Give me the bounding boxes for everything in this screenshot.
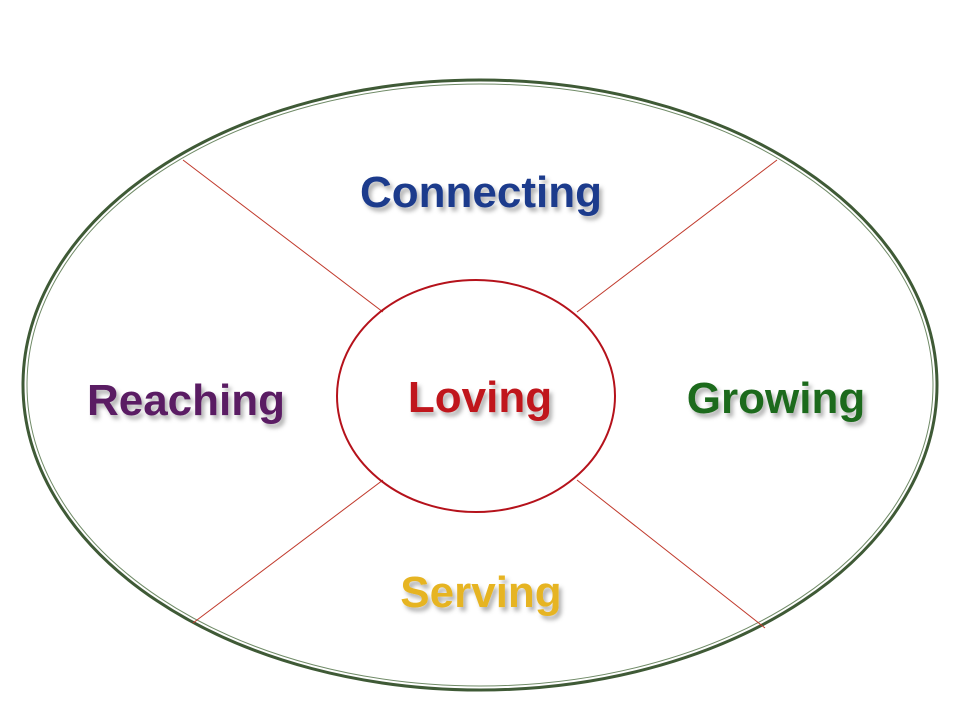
inner-circle <box>336 279 616 513</box>
bottom-label: Serving <box>400 568 561 617</box>
outer-ellipse <box>21 78 939 692</box>
divider-line-bottom-right <box>576 479 766 629</box>
left-label: Reaching <box>87 376 285 425</box>
divider-line-bottom-left <box>192 479 384 624</box>
outer-ellipse-inner-rim <box>26 83 934 687</box>
top-label: Connecting <box>360 168 602 217</box>
center-label: Loving <box>408 373 552 422</box>
right-label: Growing <box>687 374 865 423</box>
divider-line-top-right <box>576 159 778 313</box>
divider-line-top-left <box>182 159 384 313</box>
